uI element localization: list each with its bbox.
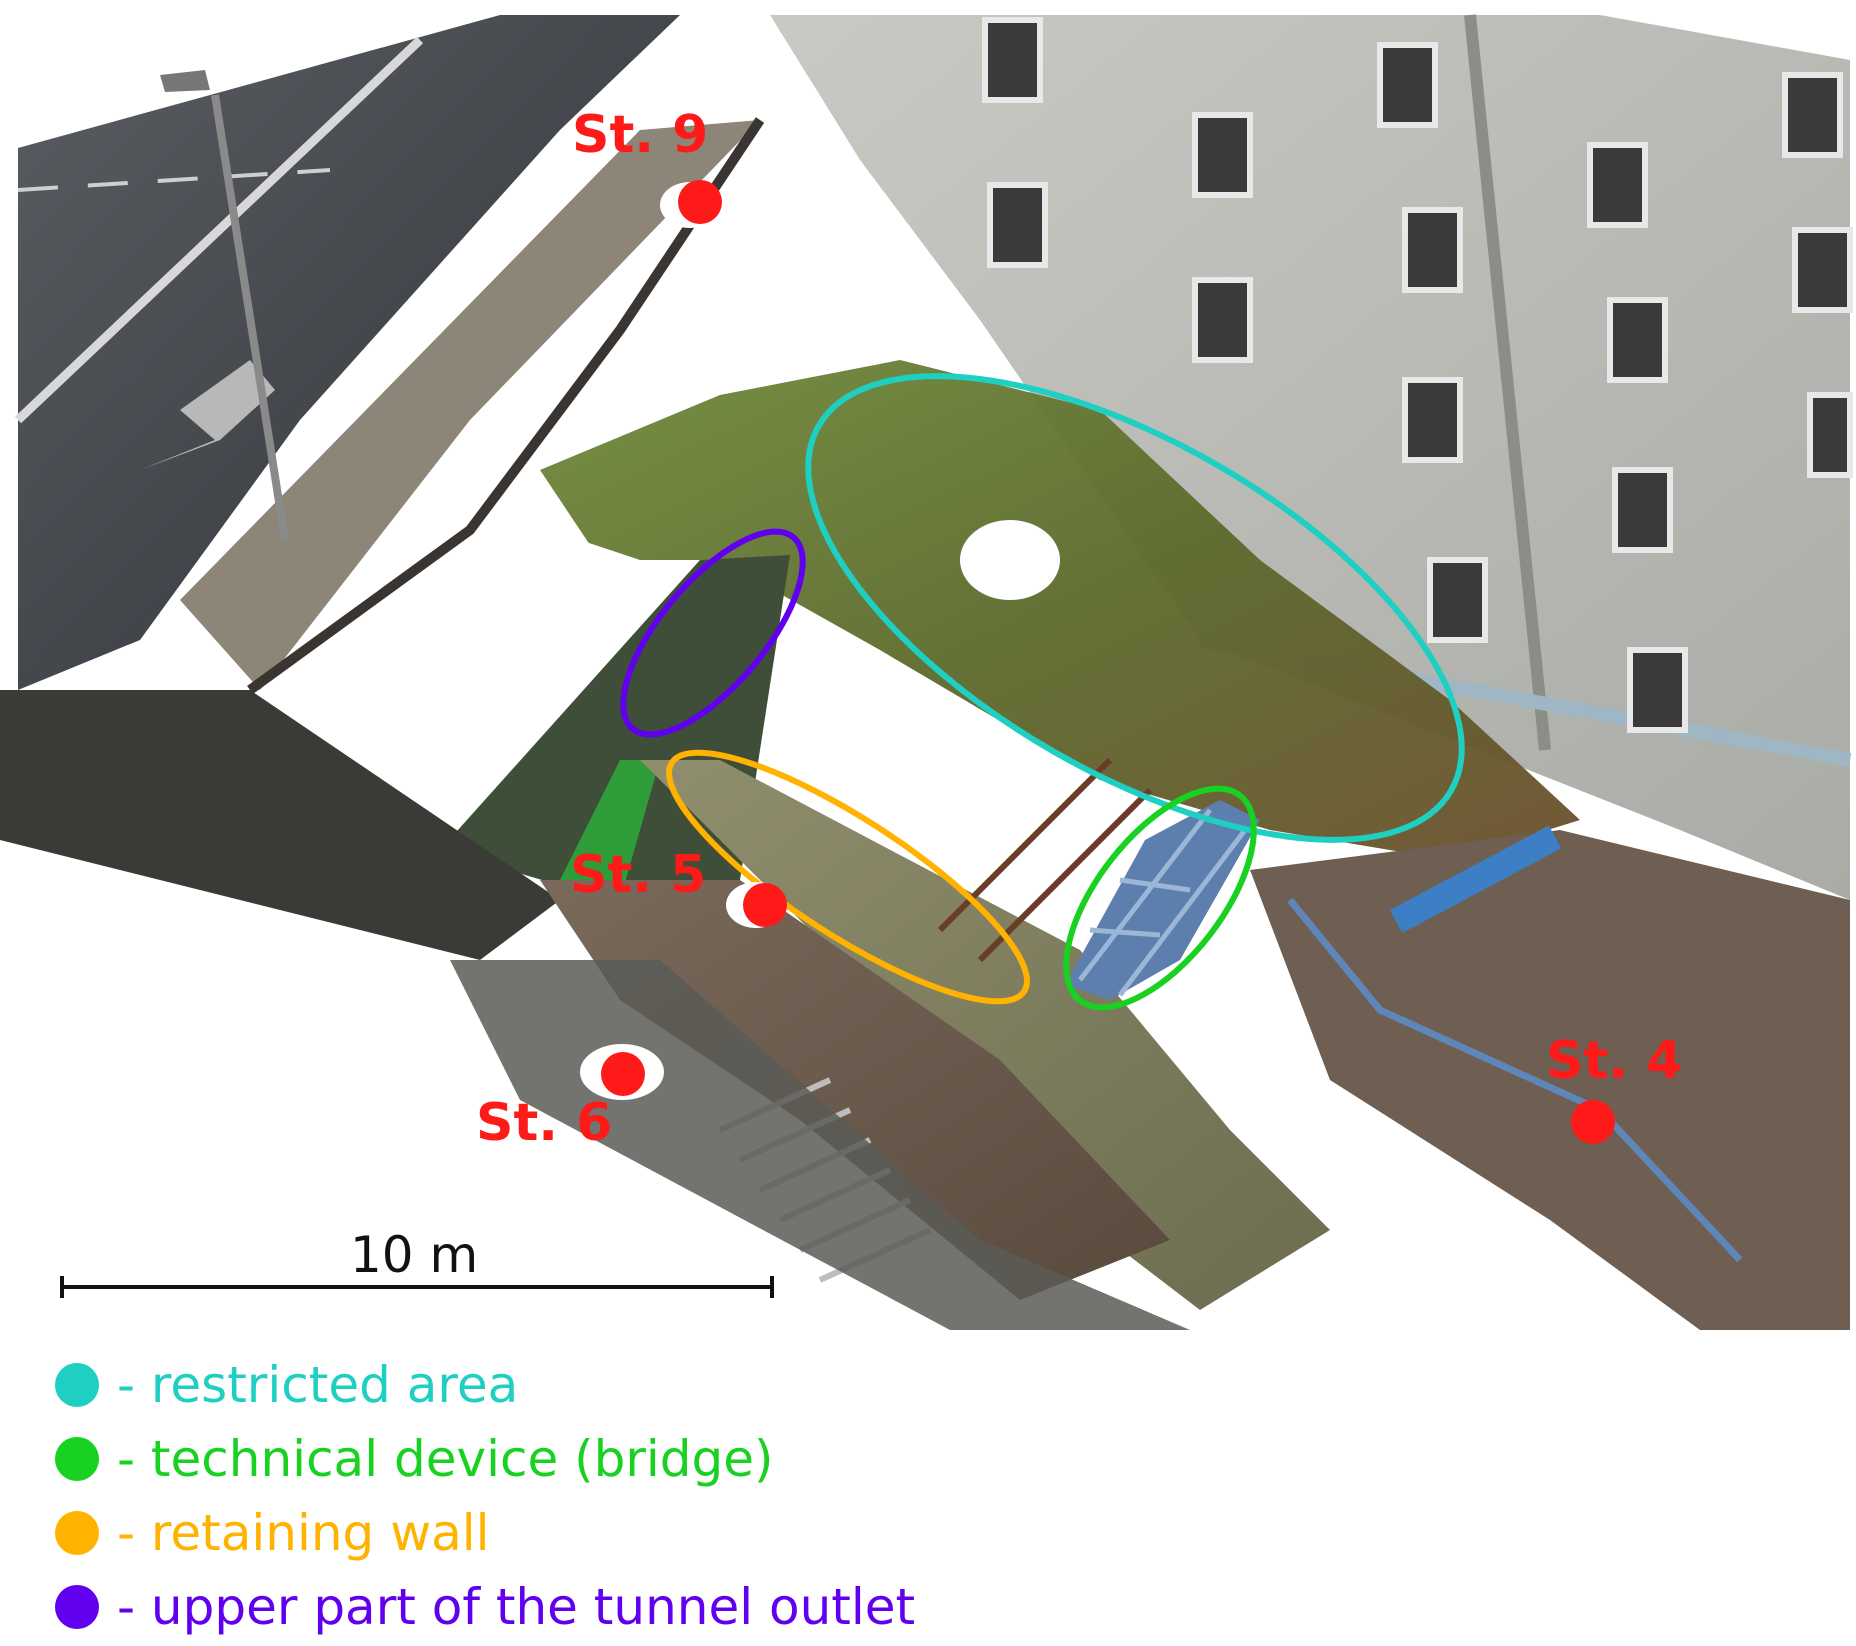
road-arrow bbox=[140, 360, 275, 470]
vegetation-slope bbox=[540, 360, 1580, 860]
building-windows bbox=[982, 17, 1853, 733]
station-label-st6: St. 6 bbox=[476, 1093, 612, 1153]
technical-device-swatch bbox=[55, 1437, 99, 1481]
station-marker-st4 bbox=[1571, 1100, 1615, 1144]
station-marker-st6 bbox=[580, 1044, 664, 1100]
legend-item-restricted-area: - restricted area bbox=[55, 1348, 915, 1422]
legend-label: - technical device (bridge) bbox=[117, 1430, 774, 1488]
lock-platform bbox=[1250, 830, 1850, 1330]
legend-label: - retaining wall bbox=[117, 1504, 490, 1562]
bridge-device bbox=[1065, 800, 1260, 1000]
downpipe bbox=[1464, 14, 1551, 751]
scale-bar-label: 10 m bbox=[350, 1226, 478, 1284]
station-label-st4: St. 4 bbox=[1546, 1031, 1682, 1091]
street-lamp-head bbox=[160, 70, 210, 92]
road-marking bbox=[17, 168, 331, 192]
scale-bar bbox=[60, 1276, 774, 1298]
restricted-area-ellipse bbox=[805, 373, 1465, 843]
blue-beam bbox=[1390, 825, 1562, 933]
legend-item-technical-device: - technical device (bridge) bbox=[55, 1422, 915, 1496]
legend-label: - restricted area bbox=[117, 1356, 519, 1414]
blue-railing bbox=[1287, 897, 1743, 1263]
channel-handrail bbox=[937, 757, 1153, 963]
tunnel-outlet-swatch bbox=[55, 1585, 99, 1629]
tunnel-outlet-green-panel bbox=[560, 760, 660, 900]
point-cloud-gap bbox=[960, 520, 1060, 600]
station-marker-st9 bbox=[660, 180, 722, 228]
sidewalk bbox=[180, 120, 760, 690]
restricted-area-swatch bbox=[55, 1363, 99, 1407]
legend-item-tunnel-outlet: - upper part of the tunnel outlet bbox=[55, 1570, 915, 1644]
lower-walkway bbox=[0, 690, 560, 960]
legend-item-retaining-wall: - retaining wall bbox=[55, 1496, 915, 1570]
station-label-st9: St. 9 bbox=[572, 105, 708, 165]
retaining-wall-swatch bbox=[55, 1511, 99, 1555]
station-label-st5: St. 5 bbox=[570, 845, 706, 905]
station-marker-st5 bbox=[726, 882, 787, 928]
retaining-wall-ellipse bbox=[666, 749, 1030, 1005]
channel-floor bbox=[540, 880, 1170, 1300]
street-lamp-pole bbox=[211, 94, 289, 541]
road-marking bbox=[14, 36, 424, 424]
bridge-frame bbox=[1078, 808, 1247, 997]
street-road bbox=[18, 15, 680, 690]
retaining-wall-body bbox=[640, 760, 1330, 1310]
legend-label: - upper part of the tunnel outlet bbox=[117, 1578, 916, 1636]
legend: - restricted area - technical device (br… bbox=[55, 1348, 915, 1644]
technical-device-ellipse bbox=[1063, 785, 1257, 1011]
tunnel-outlet-ellipse bbox=[620, 528, 806, 738]
